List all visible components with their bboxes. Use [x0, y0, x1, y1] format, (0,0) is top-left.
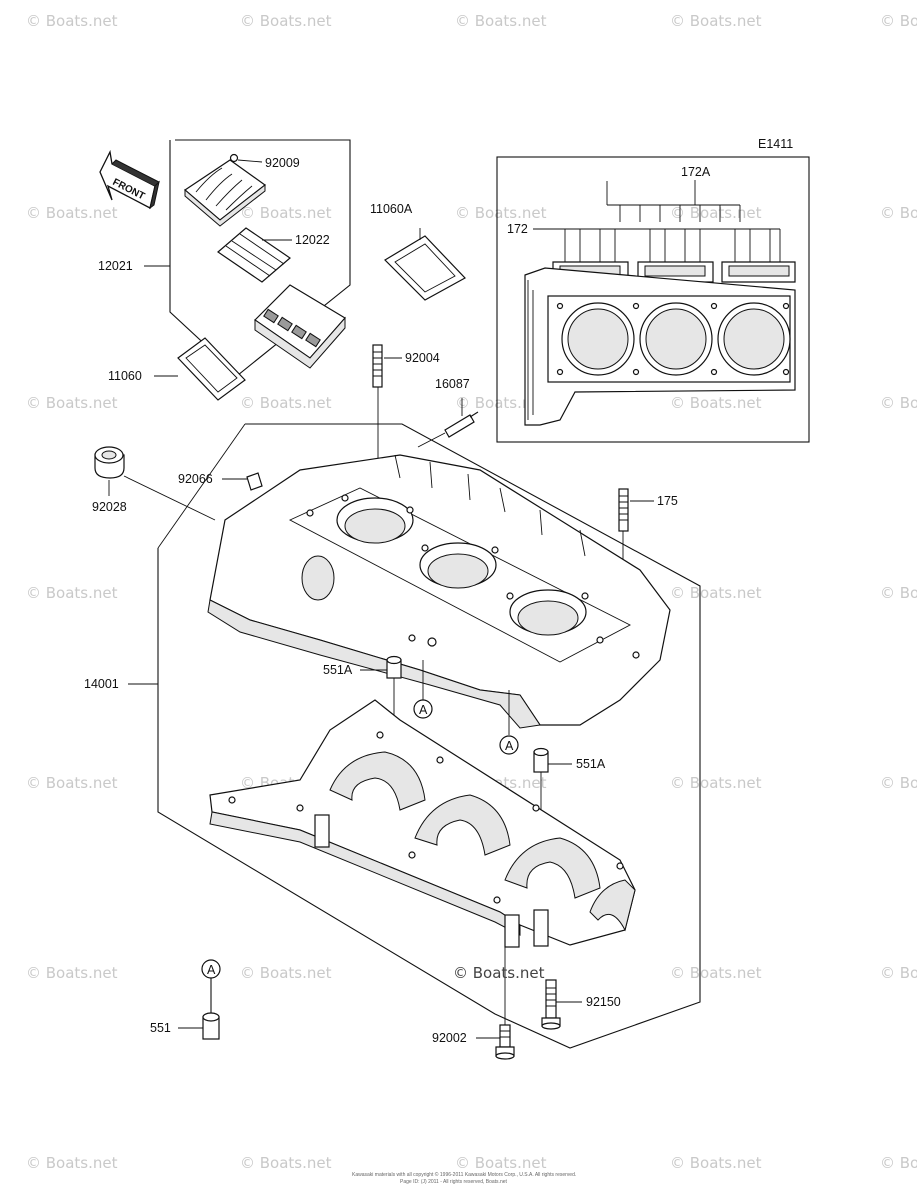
reed-block-part	[254, 284, 346, 369]
gasket-11060-part	[177, 337, 246, 401]
watermark: © Boats.net	[670, 394, 762, 412]
part-label-11060a: 11060A	[370, 202, 413, 216]
part-label-92002: 92002	[432, 1031, 467, 1045]
part-label-14001: 14001	[84, 677, 119, 691]
watermark: © Boats.net	[26, 964, 118, 982]
part-label-12022: 12022	[295, 233, 330, 247]
part-label-551a-right: 551A	[576, 757, 606, 771]
figure-id: E1411	[758, 137, 793, 151]
part-label-92066: 92066	[178, 472, 213, 486]
watermark: © Boats.net	[670, 774, 762, 792]
part-label-11060: 11060	[108, 369, 142, 383]
front-arrow-icon: FRONT	[99, 149, 160, 210]
reed-petal-part	[217, 227, 291, 283]
watermark: © Boats.net	[26, 12, 118, 30]
watermark: © Boats.net	[670, 204, 762, 222]
screw-icon	[229, 153, 239, 163]
part-label-92009: 92009	[265, 156, 300, 170]
crankcase-group-outline	[157, 423, 701, 1049]
watermark: © Boats.net	[240, 964, 332, 982]
part-label-175: 175	[657, 494, 678, 508]
bolt-92150-part	[541, 979, 561, 1030]
svg-text:A: A	[419, 703, 428, 717]
watermark: © Boats.net	[455, 1154, 547, 1172]
watermark: © Boats.net	[880, 12, 917, 30]
svg-text:A: A	[505, 739, 514, 753]
bushing-92028-part	[94, 446, 125, 479]
ref-marker-a-left: A	[413, 660, 433, 719]
watermark: © Boats.net	[880, 394, 917, 412]
watermark: © Boats.net	[240, 394, 332, 412]
plug-92066-part	[246, 472, 263, 491]
watermark: © Boats.net	[455, 394, 547, 412]
watermark: © Boats.net	[880, 774, 917, 792]
watermark: © Boats.net	[26, 1154, 118, 1172]
watermark: © Boats.net	[670, 964, 762, 982]
reed-stopper-part	[184, 159, 267, 227]
inset-crankcase-top-view: 172A 172	[496, 156, 810, 443]
part-label-551: 551	[150, 1021, 171, 1035]
watermark: © Boats.net	[26, 774, 118, 792]
watermark: © Boats.net	[240, 12, 332, 30]
gasket-11060a-part	[384, 228, 466, 301]
dowel-551a-left-part	[386, 655, 402, 735]
center-watermark: © Boats.net	[453, 964, 545, 982]
watermark: © Boats.net	[26, 204, 118, 222]
watermark: © Boats.net	[880, 964, 917, 982]
upper-crankcase-part	[207, 454, 671, 729]
watermark: © Boats.net	[670, 1154, 762, 1172]
lower-crankcase-part	[209, 699, 636, 948]
bolt-92002-part	[495, 945, 515, 1060]
watermark: © Boats.net	[240, 1154, 332, 1172]
watermark: © Boats.net	[880, 584, 917, 602]
part-label-92028: 92028	[92, 500, 127, 514]
watermark: © Boats.net	[880, 1154, 917, 1172]
watermark: © Boats.net	[880, 204, 917, 222]
part-label-551a-left: 551A	[323, 663, 353, 677]
part-label-16087: 16087	[435, 377, 470, 391]
watermark: © Boats.net	[26, 584, 118, 602]
part-label-172a: 172A	[681, 165, 711, 179]
watermark: © Boats.net	[455, 204, 547, 222]
svg-text:A: A	[207, 963, 216, 977]
ref-marker-a-right: A	[499, 690, 519, 755]
part-label-92004: 92004	[405, 351, 440, 365]
watermark: © Boats.net	[240, 204, 332, 222]
part-label-172: 172	[507, 222, 528, 236]
ref-marker-a-bottom: A	[201, 959, 221, 1015]
footer-page-id: Page ID: (J) 2011 - All rights reserved,…	[400, 1179, 508, 1185]
watermark: © Boats.net	[670, 584, 762, 602]
dowel-551-part	[202, 1012, 220, 1040]
watermark: © Boats.net	[26, 394, 118, 412]
part-label-92150: 92150	[586, 995, 621, 1009]
watermark: © Boats.net	[455, 12, 547, 30]
sensor-16087-part	[417, 411, 479, 448]
footer-copyright: Kawasaki materials with all copyright © …	[352, 1171, 576, 1178]
reed-valve-group: 92009 12022	[169, 139, 351, 376]
watermark: © Boats.net	[670, 12, 762, 30]
part-label-12021: 12021	[98, 259, 133, 273]
